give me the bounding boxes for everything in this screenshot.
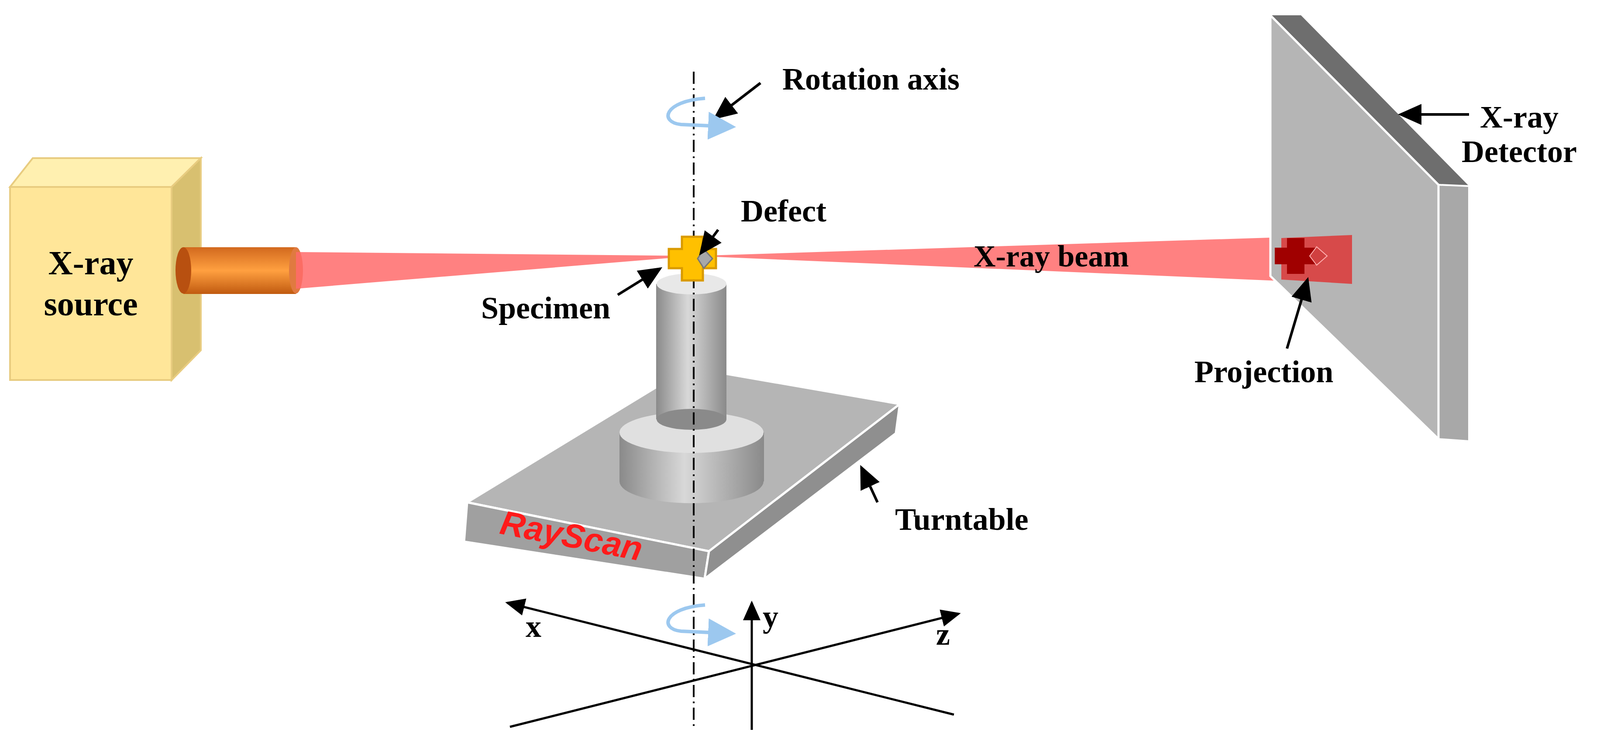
coordinate-axes	[507, 602, 959, 730]
axis-label: x	[525, 609, 542, 644]
part-label: Defect	[740, 193, 827, 229]
axis-label: z	[935, 616, 950, 652]
part-label: X-ray Detector	[1453, 99, 1585, 169]
rotation-arrow	[667, 98, 730, 634]
nozzle	[175, 247, 303, 294]
xray-beam	[295, 234, 1353, 289]
part-label: Turntable	[894, 502, 1029, 537]
box-title: X-ray source	[10, 242, 172, 324]
leader-lines	[617, 82, 1470, 503]
defect	[697, 248, 713, 269]
beam-label: X-ray beam	[973, 239, 1129, 273]
source-box: X-ray source	[10, 186, 172, 380]
projection	[1274, 234, 1353, 284]
source-box	[10, 158, 201, 380]
part-label: Rotation axis	[782, 61, 960, 97]
axis-label: y	[762, 599, 779, 634]
part-label: Projection	[1194, 354, 1334, 389]
part-label: Specimen	[481, 290, 611, 326]
pedestal	[619, 273, 764, 503]
